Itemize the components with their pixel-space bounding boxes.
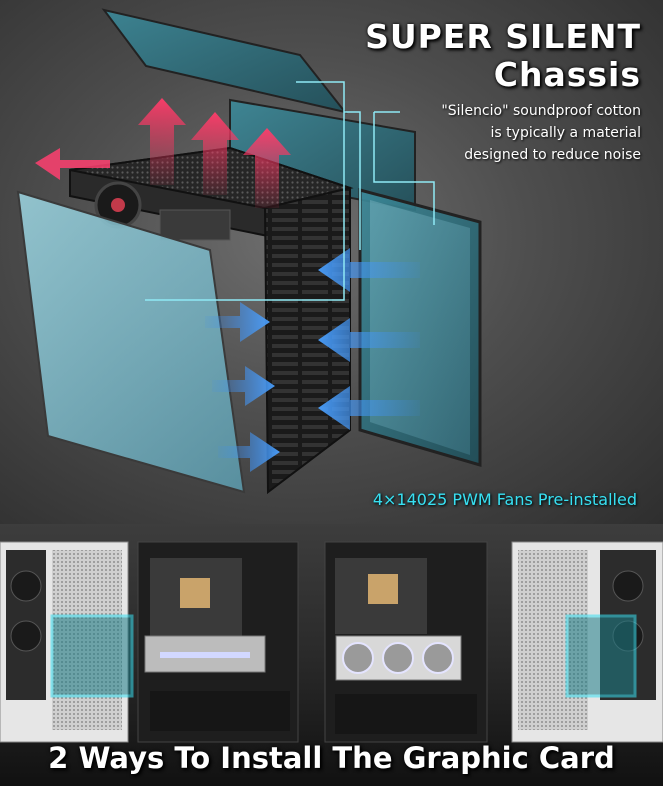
- case2-psu-shroud: [150, 691, 290, 731]
- left-side-panel: [16, 190, 246, 494]
- case-horizontal-gpu: [137, 541, 299, 743]
- description-line2: is typically a material: [490, 125, 641, 141]
- intake-arrows-front: [318, 248, 420, 430]
- case1-fan-icon-2: [10, 620, 42, 652]
- description-line3: designed to reduce noise: [464, 147, 641, 163]
- case-horizontal-side-view: [511, 541, 663, 743]
- gpu-install-section: [0, 524, 663, 786]
- case4-fan-icon: [612, 570, 644, 602]
- hero-section: SUPER SILENT Chassis "Silencio" soundpro…: [0, 0, 663, 524]
- exhaust-arrow-1: [138, 98, 186, 185]
- callout-lines: [145, 81, 435, 301]
- rear-fan-hub: [111, 198, 125, 212]
- case2-gpu-rgb: [160, 652, 250, 658]
- intake-arrow-2: [318, 318, 420, 362]
- case1-fan-icon: [10, 570, 42, 602]
- case3-cpu: [368, 574, 398, 604]
- intake-arrow-3: [318, 386, 420, 430]
- exhaust-arrow-rear: [35, 148, 110, 180]
- callout-line-rear: [344, 111, 361, 250]
- right-panel-cotton: [370, 200, 470, 455]
- case3-gpu-fan-icon-3: [422, 642, 454, 674]
- fans-caption: 4×14025 PWM Fans Pre-installed: [372, 490, 637, 509]
- case2-cpu: [180, 578, 210, 608]
- case4-highlight: [565, 614, 637, 698]
- case3-gpu-fan-icon-1: [342, 642, 374, 674]
- intake-arrows-inside: [205, 302, 280, 472]
- description-line1: "Silencio" soundproof cotton: [441, 103, 641, 119]
- gpu-install-illustration: [0, 541, 663, 743]
- headline-line1: SUPER SILENT: [365, 17, 641, 56]
- inner-arrow-1: [205, 302, 270, 342]
- description: "Silencio" soundproof cotton is typicall…: [381, 100, 641, 166]
- headline-line2: Chassis: [493, 55, 641, 94]
- inner-arrow-2: [212, 366, 275, 406]
- case3-gpu-fan-icon-2: [382, 642, 414, 674]
- exhaust-arrows: [35, 98, 291, 208]
- case-vertical-side-view: [0, 541, 134, 743]
- exhaust-arrow-3: [243, 128, 291, 208]
- footer-title: 2 Ways To Install The Graphic Card: [48, 741, 615, 775]
- psu-shroud: [159, 209, 231, 241]
- top-panel: [101, 8, 348, 114]
- headline: SUPER SILENT Chassis: [365, 18, 641, 94]
- case1-highlight: [50, 614, 134, 698]
- exploded-chassis-illustration: [16, 8, 482, 495]
- callout-line-side: [373, 112, 435, 225]
- exhaust-arrow-2: [191, 112, 239, 195]
- case-vertical-gpu: [324, 541, 488, 743]
- inner-arrow-3: [218, 432, 280, 472]
- case3-psu-shroud: [335, 694, 477, 734]
- callout-line-top: [145, 81, 345, 301]
